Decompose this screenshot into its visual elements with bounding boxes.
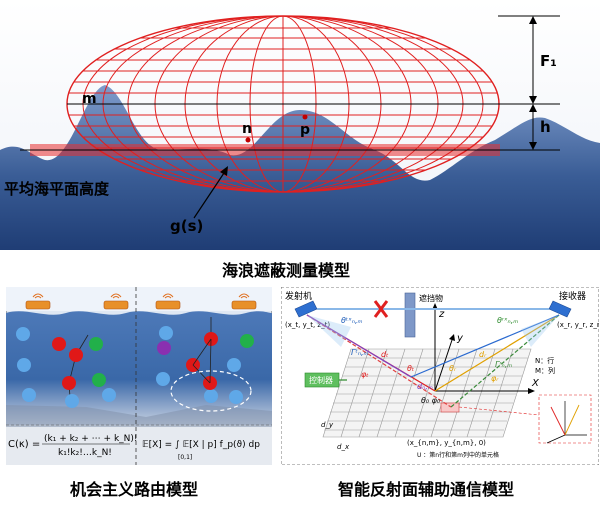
svg-text:θᵗˣₙ,ₘ: θᵗˣₙ,ₘ <box>341 316 363 325</box>
transmitter-label: 发射机 <box>285 290 312 302</box>
caption-ris-communication: 智能反射面辅助通信模型 <box>338 476 514 500</box>
dy-label: d_y <box>321 421 334 429</box>
receiver-coord: (x_r, y_r, z_r) <box>557 321 599 329</box>
node-purple <box>157 341 171 355</box>
obstacle <box>405 293 415 337</box>
caption-wave-shielding: 海浪遮蔽测量模型 <box>222 257 350 281</box>
unit-coordinate: (x_{n,m}, y_{n,m}, 0) <box>407 439 486 447</box>
integral-limits: [0,1] <box>178 454 192 461</box>
obstacle-label: 遮挡物 <box>419 293 443 303</box>
label-p: p <box>300 122 310 138</box>
svg-text:θʳˣₙ,ₘ: θʳˣₙ,ₘ <box>497 316 518 325</box>
opportunistic-routing-panel: C(κ) = (k₁ + k₂ + ⋯ + k_N)! k₁!k₂!…k_N! … <box>6 287 272 465</box>
svg-text:φₜ: φₜ <box>361 370 369 379</box>
label-gs: g(s) <box>170 217 203 235</box>
legend-n: N：行 <box>535 356 554 365</box>
svg-text:θᵣ: θᵣ <box>449 364 457 373</box>
axis-z-label: z <box>438 309 445 320</box>
svg-text:φᵣ: φᵣ <box>491 374 499 383</box>
wave-shielding-panel: m n p F₁ h 平均海平面高度 g(s) <box>0 0 600 250</box>
caption-opportunistic-routing: 机会主义路由模型 <box>70 476 198 500</box>
point-n <box>246 138 251 143</box>
formula-expectation: 𝔼[X] = ∫ 𝔼[X | p] f_p(ϑ) dp <box>142 440 260 450</box>
formula-denominator: k₁!k₂!…k_N! <box>58 448 112 458</box>
svg-text:dᵣ: dᵣ <box>479 350 487 359</box>
label-sea-level: 平均海平面高度 <box>4 180 110 198</box>
svg-text:Γʳₙ,ₘ: Γʳₙ,ₘ <box>495 360 512 369</box>
svg-text:θ₀ φ₀: θ₀ φ₀ <box>421 396 441 405</box>
point-p <box>303 115 308 120</box>
formula-numerator: (k₁ + k₂ + ⋯ + k_N)! <box>44 434 138 444</box>
label-f1: F₁ <box>540 52 557 70</box>
legend-m: M：列 <box>535 366 555 375</box>
unit-note: U ：第n行和第m列中的单元格 <box>417 451 499 459</box>
controller-label: 控制器 <box>309 375 333 385</box>
receiver-label: 接收器 <box>559 290 586 302</box>
svg-text:dₙ,ₘ: dₙ,ₘ <box>417 382 433 391</box>
axis-x-label: X <box>531 378 540 389</box>
label-n: n <box>242 121 252 137</box>
ris-communication-panel: z y X 发射机 (x_t, y_t, z_t) 接收器 (x_r, y_r,… <box>281 287 599 465</box>
label-m: m <box>82 91 97 107</box>
ris-unit-cell <box>441 403 459 412</box>
svg-text:Γᵗₙ,ₘ: Γᵗₙ,ₘ <box>351 348 369 357</box>
routing-diagram: C(κ) = (k₁ + k₂ + ⋯ + k_N)! k₁!k₂!…k_N! … <box>6 287 272 465</box>
svg-text:dₜ: dₜ <box>381 350 389 359</box>
axis-y-label: y <box>456 333 464 344</box>
svg-text:θₜ: θₜ <box>407 364 415 373</box>
ris-diagram: z y X 发射机 (x_t, y_t, z_t) 接收器 (x_r, y_r,… <box>281 287 599 465</box>
dx-label: d_x <box>337 443 350 451</box>
wave-shielding-diagram: m n p F₁ h 平均海平面高度 g(s) <box>0 0 600 250</box>
formula-lhs: C(κ) = <box>8 439 40 450</box>
label-h: h <box>540 118 551 136</box>
